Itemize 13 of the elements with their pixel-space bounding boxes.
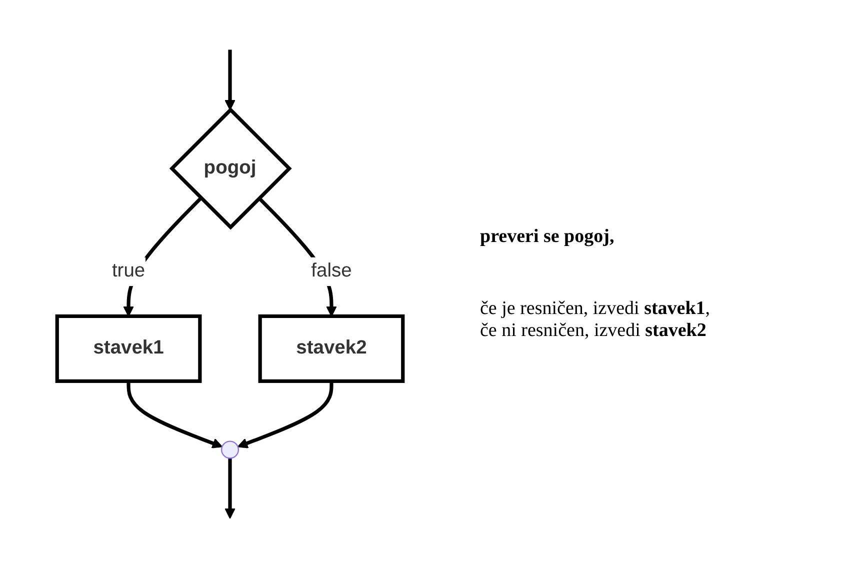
- arrow: [224, 458, 236, 519]
- description-text: če ni resničen, izvedi stavek2: [480, 320, 708, 342]
- node-box: stavek1: [55, 314, 202, 383]
- edge-label: false: [311, 260, 352, 282]
- heading-text: preveri se pogoj,: [480, 226, 616, 248]
- node-box: stavek2: [258, 314, 405, 383]
- arrow: [126, 381, 223, 448]
- edge-label: true: [112, 260, 146, 282]
- arrow: [237, 381, 334, 448]
- description-text: če je resničen, izvedi stavek1,: [480, 298, 710, 320]
- arrow: [224, 50, 236, 110]
- node-diamond: pogoj: [169, 107, 292, 230]
- node-point: [220, 440, 240, 459]
